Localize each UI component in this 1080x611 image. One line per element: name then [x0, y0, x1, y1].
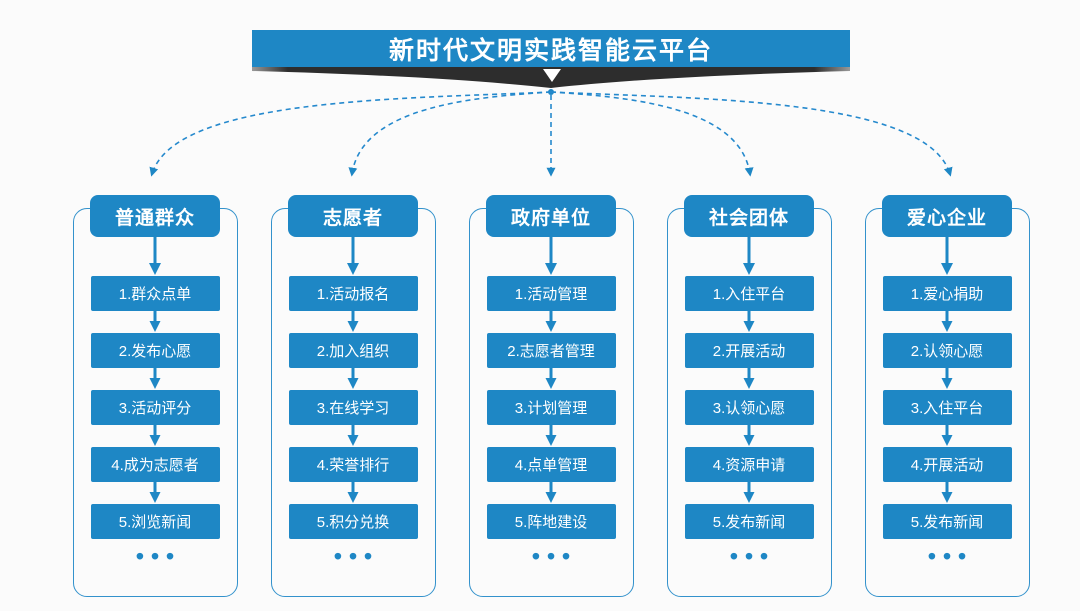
flow-step: 3.计划管理	[486, 390, 616, 425]
down-arrow-icon	[941, 482, 953, 503]
flow-step: 3.入住平台	[882, 390, 1012, 425]
flow-step: 5.发布新闻	[684, 504, 814, 539]
flow-step: 1.爱心捐助	[882, 276, 1012, 311]
column-government-units: 政府单位 1.活动管理 2.志愿者管理 3.计划管理 4.点单管理 5.阵地建设…	[468, 195, 634, 597]
flow-step: 1.群众点单	[90, 276, 220, 311]
down-arrow-icon	[149, 368, 161, 389]
down-arrow-icon	[347, 311, 359, 332]
down-arrow-icon	[149, 482, 161, 503]
flow-step: 2.认领心愿	[882, 333, 1012, 368]
flow-step: 1.活动管理	[486, 276, 616, 311]
column-header: 志愿者	[288, 195, 418, 237]
ellipsis-indicator: •••	[135, 543, 182, 569]
ribbon-down-arrow-icon	[543, 69, 561, 82]
column-header: 社会团体	[684, 195, 814, 237]
flow-step: 2.发布心愿	[90, 333, 220, 368]
flow-step: 4.成为志愿者	[90, 447, 220, 482]
flow-step: 2.加入组织	[288, 333, 418, 368]
down-arrow-icon	[941, 237, 953, 275]
down-arrow-icon	[743, 368, 755, 389]
down-arrow-icon	[743, 482, 755, 503]
down-arrow-icon	[347, 425, 359, 446]
down-arrow-icon	[149, 425, 161, 446]
flow-step: 4.荣誉排行	[288, 447, 418, 482]
flow-step: 1.活动报名	[288, 276, 418, 311]
connector-curve-4	[550, 91, 754, 177]
flow-step: 3.认领心愿	[684, 390, 814, 425]
down-arrow-icon	[545, 482, 557, 503]
flow-step: 2.志愿者管理	[486, 333, 616, 368]
down-arrow-icon	[545, 425, 557, 446]
down-arrow-icon	[149, 311, 161, 332]
column-header: 爱心企业	[882, 195, 1012, 237]
flow-step: 5.积分兑换	[288, 504, 418, 539]
down-arrow-icon	[347, 482, 359, 503]
fan-connector-graphic	[149, 67, 953, 177]
down-arrow-icon	[941, 368, 953, 389]
flow-step: 4.点单管理	[486, 447, 616, 482]
flow-step: 3.在线学习	[288, 390, 418, 425]
connector-curve-2	[348, 91, 552, 177]
down-arrow-icon	[743, 237, 755, 275]
ellipsis-indicator: •••	[729, 543, 776, 569]
platform-title-banner: 新时代文明实践智能云平台	[252, 30, 850, 67]
connector-curve-1	[149, 91, 552, 177]
flow-step: 5.发布新闻	[882, 504, 1012, 539]
ellipsis-indicator: •••	[531, 543, 578, 569]
down-arrow-icon	[545, 368, 557, 389]
column-caring-enterprises: 爱心企业 1.爱心捐助 2.认领心愿 3.入住平台 4.开展活动 5.发布新闻 …	[864, 195, 1030, 597]
column-header: 普通群众	[90, 195, 220, 237]
flow-step: 3.活动评分	[90, 390, 220, 425]
ellipsis-indicator: •••	[333, 543, 380, 569]
down-arrow-icon	[545, 237, 557, 275]
column-general-public: 普通群众 1.群众点单 2.发布心愿 3.活动评分 4.成为志愿者 5.浏览新闻…	[72, 195, 238, 597]
flow-step: 5.浏览新闻	[90, 504, 220, 539]
column-social-organizations: 社会团体 1.入住平台 2.开展活动 3.认领心愿 4.资源申请 5.发布新闻 …	[666, 195, 832, 597]
flow-step: 4.开展活动	[882, 447, 1012, 482]
connector-curve-5	[550, 91, 953, 177]
down-arrow-icon	[743, 311, 755, 332]
down-arrow-icon	[347, 237, 359, 275]
column-volunteers: 志愿者 1.活动报名 2.加入组织 3.在线学习 4.荣誉排行 5.积分兑换 •…	[270, 195, 436, 597]
down-arrow-icon	[347, 368, 359, 389]
flow-step: 4.资源申请	[684, 447, 814, 482]
down-arrow-icon	[941, 425, 953, 446]
down-arrow-icon	[149, 237, 161, 275]
column-header: 政府单位	[486, 195, 616, 237]
down-arrow-icon	[545, 311, 557, 332]
platform-title: 新时代文明实践智能云平台	[388, 36, 713, 65]
down-arrow-icon	[743, 425, 755, 446]
flow-step: 1.入住平台	[684, 276, 814, 311]
ellipsis-indicator: •••	[927, 543, 974, 569]
flow-step: 5.阵地建设	[486, 504, 616, 539]
flow-step: 2.开展活动	[684, 333, 814, 368]
down-arrow-icon	[941, 311, 953, 332]
